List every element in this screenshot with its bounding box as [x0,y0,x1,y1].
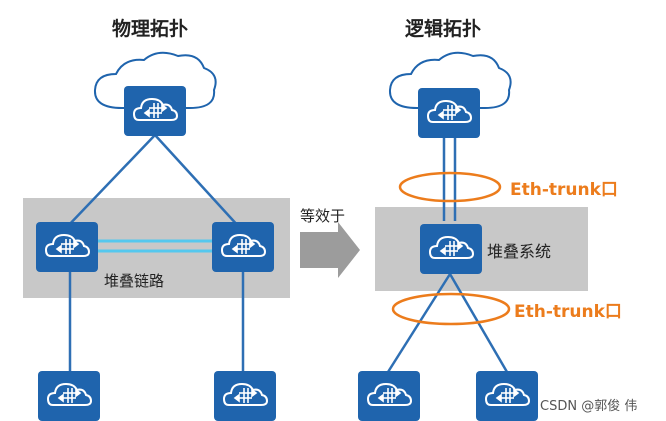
physical-stack-member-2-icon [211,221,275,273]
logical-topology-title: 逻辑拓扑 [405,18,482,40]
logical-access-device-2-icon [475,370,539,421]
stack-system-label: 堆叠系统 [487,242,552,261]
logical-stack-system-icon [419,223,483,275]
eth-trunk-bottom-ellipse [391,292,511,326]
logical-core-device-icon [417,87,481,139]
physical-access-device-2-icon [213,370,277,421]
physical-links [65,134,245,372]
physical-access-device-1-icon [37,370,101,421]
csdn-watermark: CSDN @郭俊 伟 [540,399,638,414]
equivalent-label: 等效于 [300,207,346,225]
logical-access-device-1-icon [357,370,421,421]
physical-stack-member-1-icon [35,221,99,273]
eth-trunk-bottom-label: Eth-trunk口 [514,302,622,322]
physical-core-device-icon [123,85,187,137]
stack-link-label: 堆叠链路 [104,272,165,290]
equivalent-arrow [300,222,360,278]
physical-topology-title: 物理拓扑 [112,18,189,40]
eth-trunk-top-ellipse [398,171,502,203]
eth-trunk-top-label: Eth-trunk口 [510,180,618,200]
stack-link [96,239,212,253]
